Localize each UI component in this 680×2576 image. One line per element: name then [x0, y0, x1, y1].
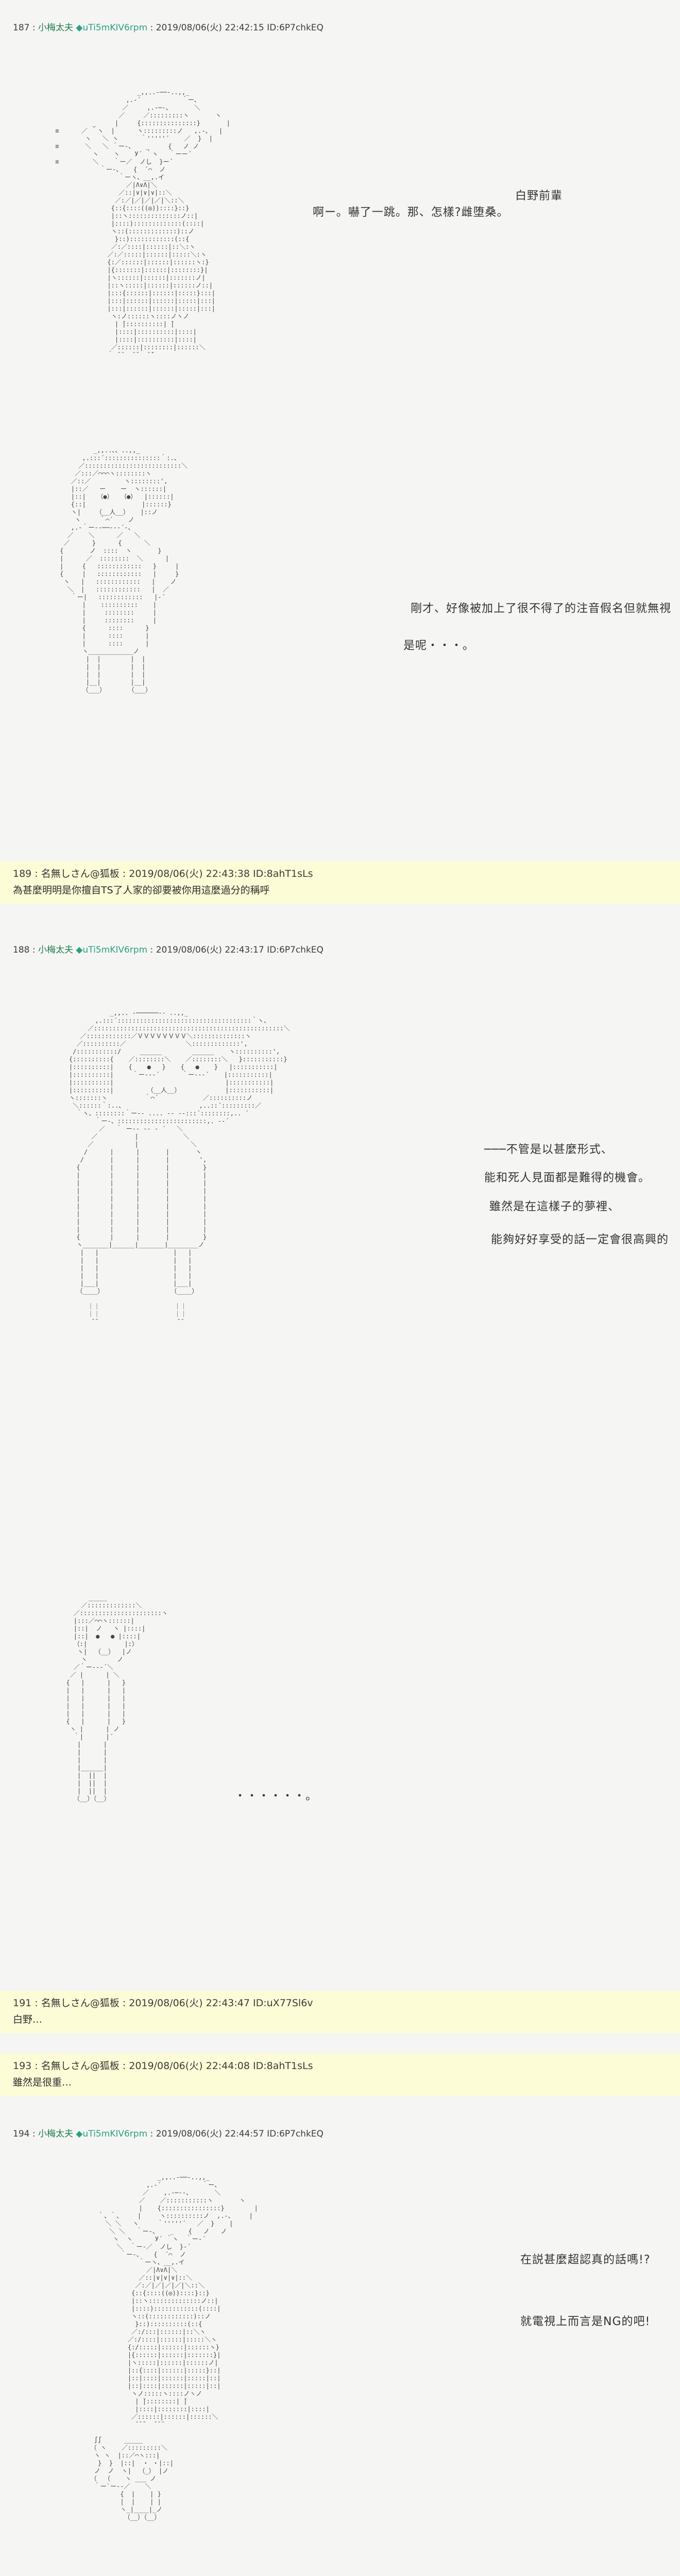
poster-name: 名無しさん@狐板: [41, 2060, 120, 2072]
post-id: ID:6P7chkEQ: [267, 2129, 324, 2139]
post-number[interactable]: 188 :: [13, 945, 38, 955]
post-text: 雖然是很重…: [13, 2077, 72, 2088]
post-text: 為甚麼明明是你擅自TS了人家的卻要被你用這麼過分的稱呼: [13, 885, 270, 896]
post-body: _,,..-──-..,,_ ,.-´ ｀ー、 ／ ,.-─‐-、 ＼ ／ ／:…: [13, 2150, 680, 2576]
poster-name: 小梅太夫: [38, 23, 73, 33]
ascii-art-block: _____ ／:::::::::::::＼ ／:::::::::::::::::…: [13, 1558, 680, 1919]
post-header: 191 : 名無しさん@狐板 : 2019/08/06(火) 22:43:47 …: [13, 1995, 675, 2011]
dialogue-text: 能和死人見面都是難得的機會。: [484, 1172, 651, 1184]
post-id: ID:8ahT1sLs: [253, 868, 313, 879]
post-datetime: : 2019/08/06(火) 22:43:38: [119, 868, 253, 879]
poster-name: 小梅太夫: [38, 2129, 73, 2139]
dialogue-text: 是呢・・・。: [403, 639, 475, 652]
post-body: 為甚麼明明是你擅自TS了人家的卻要被你用這麼過分的稱呼: [13, 882, 675, 899]
poster-name: 名無しさん@狐板: [41, 1997, 120, 2009]
post-datetime: : 2019/08/06(火) 22:43:47: [119, 1997, 253, 2009]
dialogue-text: 雖然是在這樣子的夢裡、: [489, 1200, 620, 1213]
post-body: _,,.. -──────-- ..,,_ ,.:::´::::::::::::…: [13, 965, 680, 1919]
post-header: 188 : 小梅太夫 ◆uTi5mKIV6rpm : 2019/08/06(火)…: [13, 944, 680, 956]
ascii-art-block: _,,..、、..,,_ ,.:::´:::::::::::::::｀:.、 ／…: [13, 403, 680, 831]
post-header: 193 : 名無しさん@狐板 : 2019/08/06(火) 22:44:08 …: [13, 2058, 675, 2074]
post-id: ID:6P7chkEQ: [267, 23, 324, 33]
post-number[interactable]: 189 :: [13, 868, 41, 879]
post-datetime: : 2019/08/06(火) 22:44:57: [147, 2129, 267, 2139]
ascii-art: _____ ／:::::::::::::＼ ／:::::::::::::::::…: [66, 1594, 168, 1802]
post-header: 189 : 名無しさん@狐板 : 2019/08/06(火) 22:43:38 …: [13, 866, 675, 882]
post-body: _,,..-──-..,,_ ,.-´ ｀ー、 ／ ,.-─-、 ＼ ／ ／::…: [13, 42, 680, 831]
poster-name: 小梅太夫: [38, 945, 73, 955]
poster-tripcode: ◆uTi5mKIV6rpm: [73, 23, 148, 33]
ascii-art: _,,..-──-..,,_ ,.-´ ｀ー、 ／ ,.-─-、 ＼ ／ ／::…: [55, 89, 230, 359]
ascii-art-block: _,,.. -──────-- ..,,_ ,.:::´::::::::::::…: [13, 965, 680, 1558]
post-number[interactable]: 193 :: [13, 2060, 41, 2072]
post-id: ID:6P7chkEQ: [267, 945, 324, 955]
poster-tripcode: ◆uTi5mKIV6rpm: [73, 2129, 148, 2139]
post-id: ID:8ahT1sLs: [253, 2060, 313, 2072]
dialogue-text: 在説甚麼超認真的話嗎!?: [520, 2253, 651, 2266]
post-datetime: : 2019/08/06(火) 22:42:15: [147, 23, 267, 33]
post-header: 187 : 小梅太夫 ◆uTi5mKIV6rpm : 2019/08/06(火)…: [13, 22, 680, 34]
poster-name: 名無しさん@狐板: [41, 868, 120, 879]
dialogue-text: 白野前輩: [515, 190, 563, 202]
post: 194 : 小梅太夫 ◆uTi5mKIV6rpm : 2019/08/06(火)…: [13, 2128, 680, 2576]
ascii-art-block: _,,..-──-..,,_ ,.-´ ｀ー、 ／ ,.-─‐-、 ＼ ／ ／:…: [13, 2150, 680, 2576]
poster-tripcode: ◆uTi5mKIV6rpm: [73, 945, 148, 955]
ascii-art-block: _,,..-──-..,,_ ,.-´ ｀ー、 ／ ,.-─-、 ＼ ／ ／::…: [13, 42, 680, 403]
ascii-art: _,,.. -──────-- ..,,_ ,.:::´::::::::::::…: [69, 1009, 290, 1326]
post-text: 白野…: [13, 2014, 43, 2025]
post-body: 白野…: [13, 2011, 675, 2028]
dialogue-text: 剛才、好像被加上了很不得了的注音假名但就無視: [411, 602, 672, 615]
post-datetime: : 2019/08/06(火) 22:43:17: [147, 945, 267, 955]
ascii-art: _,,..、、..,,_ ,.:::´:::::::::::::::｀:.、 ／…: [60, 447, 188, 693]
post-number[interactable]: 187 :: [13, 23, 38, 33]
post: 191 : 名無しさん@狐板 : 2019/08/06(火) 22:43:47 …: [0, 1991, 680, 2033]
post: 189 : 名無しさん@狐板 : 2019/08/06(火) 22:43:38 …: [0, 861, 680, 904]
dialogue-text: ・・・・・・。: [234, 1790, 318, 1803]
post-header: 194 : 小梅太夫 ◆uTi5mKIV6rpm : 2019/08/06(火)…: [13, 2128, 680, 2140]
post: 188 : 小梅太夫 ◆uTi5mKIV6rpm : 2019/08/06(火)…: [13, 944, 680, 1919]
post-number[interactable]: 191 :: [13, 1997, 41, 2009]
post-body: 雖然是很重…: [13, 2074, 675, 2091]
post-id: ID:uX77Sl6v: [253, 1997, 313, 2009]
ascii-art: _,,..-──-..,,_ ,.-´ ｀ー、 ／ ,.-─‐-、 ＼ ／ ／:…: [90, 2174, 258, 2521]
dialogue-text: 啊ー。嚇了一跳。那、怎樣?雌堕桑。: [313, 206, 509, 219]
post: 187 : 小梅太夫 ◆uTi5mKIV6rpm : 2019/08/06(火)…: [13, 22, 680, 831]
post-number[interactable]: 194 :: [13, 2129, 38, 2139]
post-datetime: : 2019/08/06(火) 22:44:08: [119, 2060, 253, 2072]
thread: 187 : 小梅太夫 ◆uTi5mKIV6rpm : 2019/08/06(火)…: [0, 22, 680, 2576]
post: 193 : 名無しさん@狐板 : 2019/08/06(火) 22:44:08 …: [0, 2054, 680, 2096]
dialogue-text: 能夠好好享受的話一定會很高興的: [491, 1233, 669, 1246]
dialogue-text: 就電視上而言是NG的吧!: [520, 2315, 651, 2328]
dialogue-text: ───不管是以甚麼形式、: [484, 1143, 613, 1156]
